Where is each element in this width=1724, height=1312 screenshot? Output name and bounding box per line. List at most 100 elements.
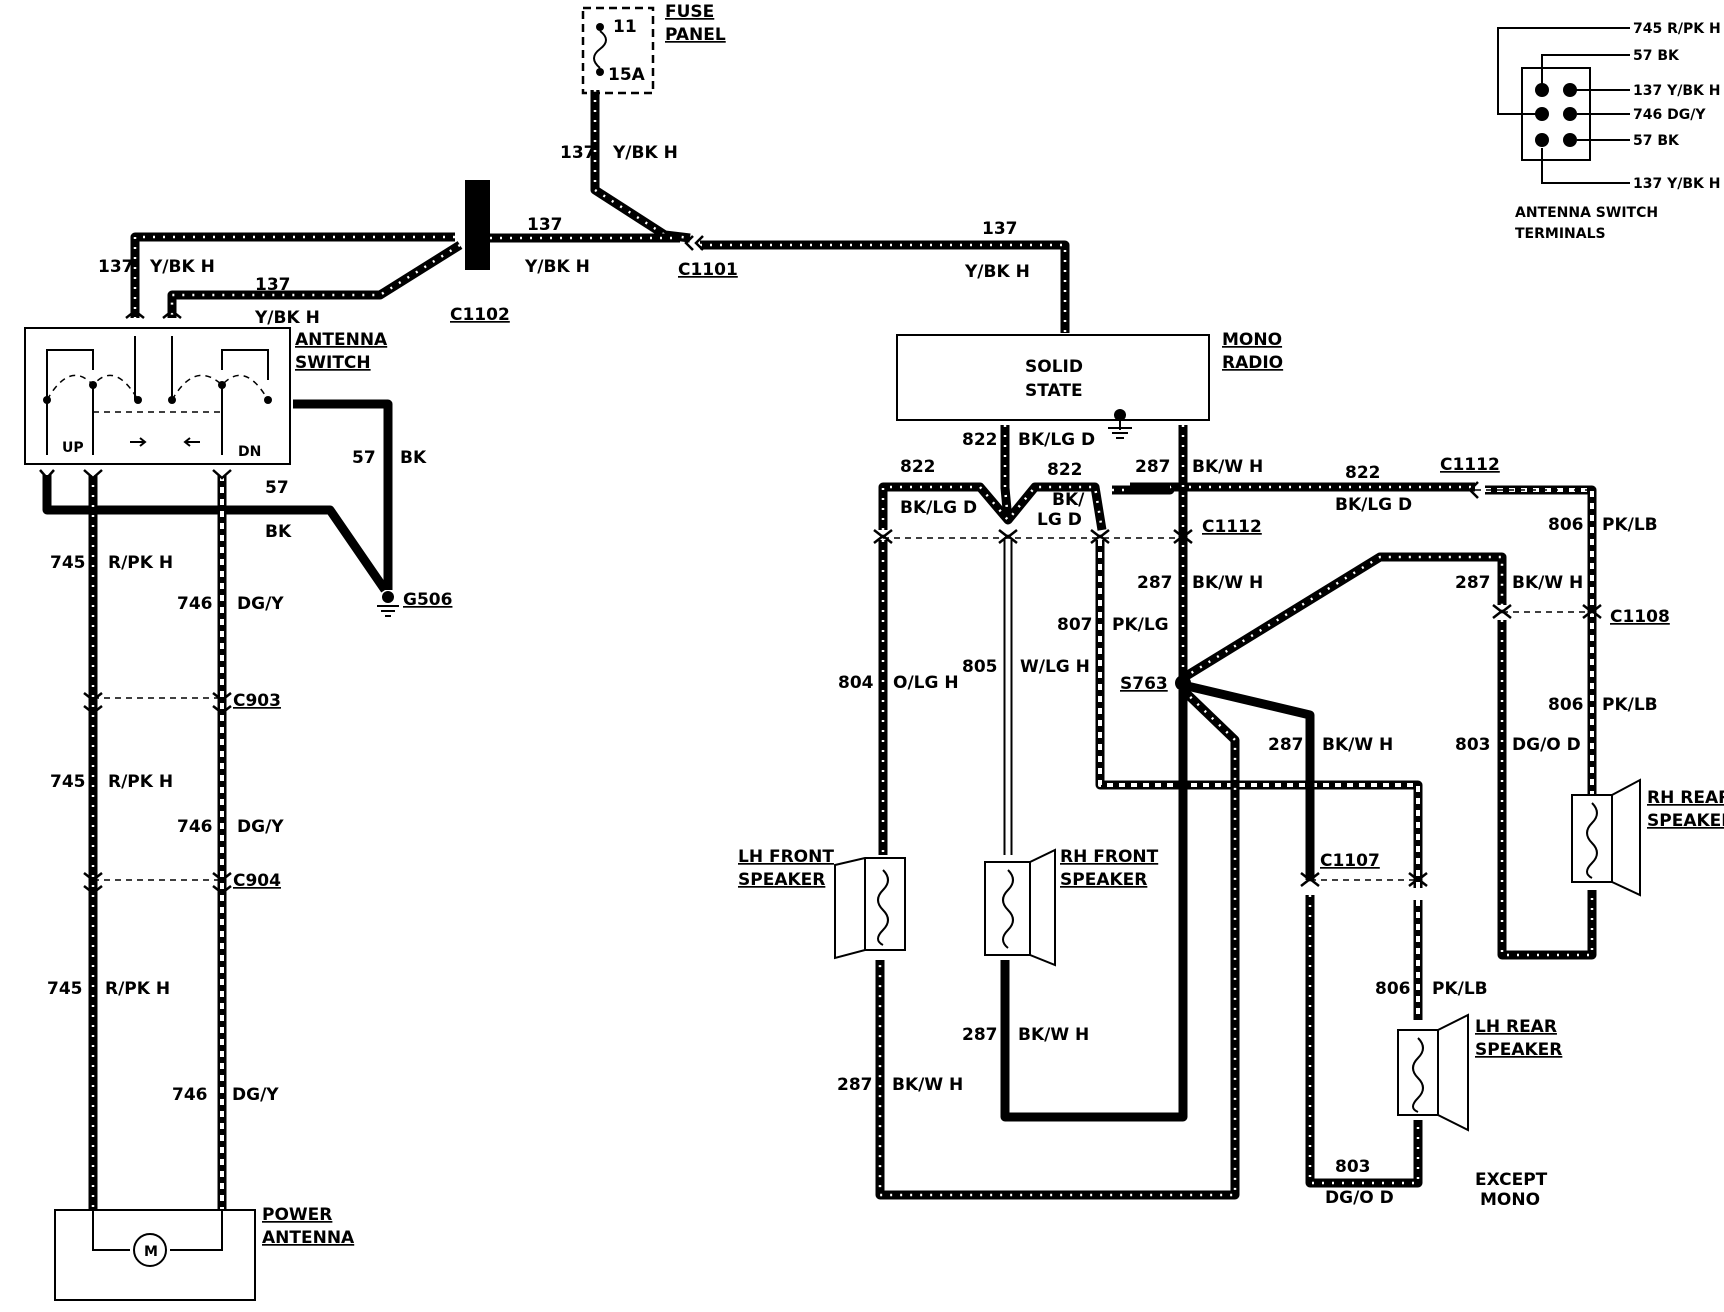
- wire-label-num: 287: [1455, 573, 1491, 593]
- except-mono-label-1: EXCEPT: [1475, 1170, 1548, 1190]
- connector-c904: C904: [233, 871, 281, 891]
- wire-label-num: 803: [1455, 735, 1491, 755]
- wire-label-color: PK/LB: [1602, 515, 1658, 535]
- wire-287-c1107: [1305, 780, 1423, 1188]
- wire-label-num: 287: [1268, 735, 1304, 755]
- wire-label-num: 137: [527, 215, 563, 235]
- ground-g506-icon: [377, 591, 399, 617]
- wire-label-num: 137: [982, 219, 1018, 239]
- connector-c1112-top: C1112: [1440, 455, 1500, 475]
- wire-label-color: DG/O D: [1325, 1188, 1394, 1208]
- wire-57-right: [293, 399, 393, 590]
- antenna-switch: [24, 327, 291, 465]
- rh-rear-speaker-label-1: RH REAR: [1647, 788, 1724, 808]
- wire-137-radio: [700, 240, 1070, 333]
- fuse-panel-label-2: PANEL: [665, 25, 726, 45]
- wire-label-num: 137: [98, 257, 134, 277]
- wire-label-color: R/PK H: [105, 979, 170, 999]
- except-mono-label-2: MONO: [1480, 1190, 1540, 1210]
- wire-label-num: 806: [1548, 695, 1584, 715]
- connector-c1112-mid: C1112: [1202, 517, 1262, 537]
- wire-label-num: 806: [1548, 515, 1584, 535]
- wire-label-color: O/LG H: [893, 673, 959, 693]
- connector-c1102: C1102: [450, 305, 510, 325]
- connector-c1101: C1101: [678, 260, 738, 280]
- wire-label-num: 287: [1137, 573, 1173, 593]
- wire-label-color: BK: [265, 522, 292, 542]
- wire-label-color: R/PK H: [108, 772, 173, 792]
- mono-radio: [896, 334, 1210, 439]
- wire-label-num: 805: [962, 657, 998, 677]
- wire-label-num: 57: [352, 448, 376, 468]
- wire-label-num: 803: [1335, 1157, 1371, 1177]
- wire-label-color: Y/BK H: [964, 262, 1030, 282]
- fuse-panel-label-1: FUSE: [665, 2, 714, 22]
- splice-s763: [1175, 675, 1191, 691]
- fuse-rating: 15A: [608, 65, 646, 85]
- terminal-pin-6: 137 Y/BK H: [1633, 176, 1720, 192]
- wire-137-fuse: [590, 90, 691, 243]
- wire-label-num: 806: [1375, 979, 1411, 999]
- wire-label-color: BK/W H: [892, 1075, 963, 1095]
- lh-rear-speaker-label-1: LH REAR: [1475, 1017, 1557, 1037]
- lh-rear-speaker-label-2: SPEAKER: [1475, 1040, 1562, 1060]
- wire-label-color: R/PK H: [108, 553, 173, 573]
- connector-chevrons: [39, 235, 1602, 895]
- lh-front-speaker-icon: [834, 857, 906, 960]
- wire-label-num: 822: [962, 430, 998, 450]
- wire-label-num: 287: [837, 1075, 873, 1095]
- lh-front-speaker-label-2: SPEAKER: [738, 870, 825, 890]
- wire-label-num: 745: [50, 772, 86, 792]
- wire-822: [878, 425, 1475, 531]
- antenna-switch-terminals: [1497, 27, 1630, 184]
- rh-front-speaker-label-1: RH FRONT: [1060, 847, 1159, 867]
- wire-287: [875, 425, 1507, 1200]
- wire-label-num: 287: [962, 1025, 998, 1045]
- wire-label-color: Y/BK H: [612, 143, 678, 163]
- antenna-switch-label-2: SWITCH: [295, 353, 371, 373]
- wire-label-num: 822: [1047, 460, 1083, 480]
- mono-radio-label-1: MONO: [1222, 330, 1282, 350]
- wire-label-color: LG D: [1037, 510, 1082, 530]
- wire-label-color: BK/W H: [1192, 457, 1263, 477]
- connector-c1108: C1108: [1610, 607, 1670, 627]
- motor-label: M: [144, 1244, 158, 1260]
- wire-label-num: 57: [265, 478, 289, 498]
- rh-rear-speaker-label-2: SPEAKER: [1647, 811, 1724, 831]
- power-antenna: [54, 1209, 256, 1301]
- rh-rear-speaker-icon: [1571, 778, 1641, 897]
- terminals-title-1: ANTENNA SWITCH: [1515, 205, 1658, 221]
- wire-label-num: 746: [177, 817, 213, 837]
- antenna-switch-label-1: ANTENNA: [295, 330, 388, 350]
- wire-label-num: 822: [1345, 463, 1381, 483]
- terminal-pin-2: 57 BK: [1633, 48, 1680, 64]
- wire-label-color: W/LG H: [1020, 657, 1090, 677]
- wire-137-switch-b: [167, 241, 463, 318]
- wire-label-num: 137: [560, 143, 596, 163]
- wire-label-color: PK/LB: [1432, 979, 1488, 999]
- rh-front-speaker-label-2: SPEAKER: [1060, 870, 1147, 890]
- radio-inner-1: SOLID: [1025, 357, 1083, 377]
- wire-label-color: BK/W H: [1322, 735, 1393, 755]
- fuse-panel: [581, 6, 655, 95]
- connector-c903: C903: [233, 691, 281, 711]
- switch-up-label: UP: [62, 440, 84, 456]
- wire-label-color: Y/BK H: [149, 257, 215, 277]
- wire-label-num: 746: [177, 594, 213, 614]
- wire-label-color: Y/BK H: [254, 308, 320, 328]
- terminal-pin-3: 137 Y/BK H: [1633, 83, 1720, 99]
- wire-label-num: 804: [838, 673, 874, 693]
- wire-label-color: PK/LB: [1602, 695, 1658, 715]
- wire-label-color: DG/Y: [237, 594, 284, 614]
- wire-label-num: 137: [255, 275, 291, 295]
- power-antenna-label-1: POWER: [262, 1205, 332, 1225]
- connector-c1107: C1107: [1320, 851, 1380, 871]
- wire-label-color: Y/BK H: [524, 257, 590, 277]
- wire-label-color: BK/LG D: [1018, 430, 1095, 450]
- wire-label-num: 807: [1057, 615, 1093, 635]
- wire-label-num: 745: [50, 553, 86, 573]
- wire-label-color: BK: [400, 448, 427, 468]
- terminal-pin-1: 745 R/PK H: [1633, 21, 1721, 37]
- wire-label-color: DG/Y: [237, 817, 284, 837]
